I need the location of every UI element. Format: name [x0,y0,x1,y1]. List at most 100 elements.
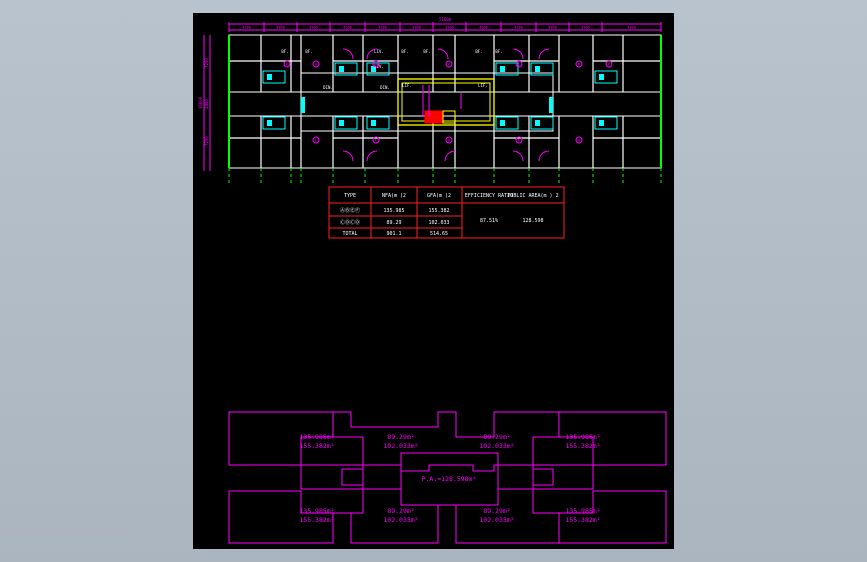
fixture-fill [535,120,540,126]
area-label: 155.382m² [565,442,600,450]
upper-units-outline [332,411,560,472]
left-dimension-2: 2400 [204,99,209,109]
fixture-block [366,62,390,76]
area-diagram: 135.985m²155.382m²89.29m²102.033m²89.29m… [228,411,667,544]
room-label: DIN. [323,85,333,90]
door-swing [342,150,354,162]
core-inner-outline [401,82,491,122]
area-label: 135.985m² [565,507,600,515]
area-label: 155.382m² [299,516,334,524]
top-dimension-10: 3900 [548,26,556,30]
door-swing [366,150,378,162]
fixture-block [366,116,390,130]
overall-dimension: 51600 [439,17,452,22]
unit-tag: D [578,62,580,66]
unit-tag-circle [372,136,380,144]
table-header-nfa: NFA(m )2 [382,193,406,199]
unit-tag-circle [575,60,583,68]
fixture-block [594,70,618,84]
area-label: 135.985m² [299,507,334,515]
unit-tag-circle [575,136,583,144]
fixture-fill [339,120,344,126]
window-strip [549,97,553,113]
door-swing [512,150,524,162]
area-label: 89.29m² [387,507,414,515]
room-label: LIF. [478,83,488,88]
fixture-block [594,116,618,130]
door-swing [342,48,354,60]
unit-tag: D [448,138,450,142]
fire-shaft [424,110,444,124]
unit-tag: A [315,62,318,66]
fixture-block [495,62,519,76]
room-label: BF. [475,49,482,54]
unit-tag-circle [515,136,523,144]
fixture-block [262,116,286,130]
unit-tag: B [375,62,377,66]
unit-tag-circle [445,60,453,68]
fixture-fill [371,66,376,72]
door-swing [538,48,550,60]
area-label: 102.033m² [383,516,418,524]
room-labels: BF.BF.LIV.BF.BF.LIV.BF.BF.DIN.DIN.LIF.LI… [281,49,502,90]
right-stair-box [532,468,554,486]
unit-tag-circle [283,60,291,68]
table-header-gfa: GFA(m )2 [427,193,451,199]
row-1-gfa: 155.382 [428,208,449,214]
area-label: 102.033m² [479,516,514,524]
area-label: 89.29m² [483,433,510,441]
row-2-nfa: 89.29 [386,220,401,226]
row-total-type: TOTAL [342,231,357,237]
row-2-gfa: 102.033 [428,220,449,226]
fixture-fill [599,74,604,80]
room-label: LIV. [374,49,384,54]
area-label: 89.29m² [387,433,414,441]
fixture-fill [500,66,505,72]
left-total-dimension: 16800 [198,96,203,109]
door-swing [512,48,524,60]
fixture-block [334,62,358,76]
room-label: BF. [423,49,430,54]
area-labels: 135.985m²155.382m²89.29m²102.033m²89.29m… [299,433,600,524]
room-label: LIV. [374,64,384,69]
public-area-value: 128.598 [522,218,543,224]
row-1-type: ⒶⒷⒺⒻ [340,207,360,214]
fixture-fill [599,120,604,126]
fixture-fill [535,66,540,72]
unit-tag: F [375,138,377,142]
bathroom-fixtures [228,35,662,168]
row-total-gfa: 514.65 [430,231,448,237]
top-dimension-12: 4200 [627,26,635,30]
door-swing [538,150,550,162]
top-dimension-2: 3900 [276,26,284,30]
door-swing [437,48,449,60]
top-dimension-9: 4200 [514,26,522,30]
top-dimension-8: 4200 [479,26,487,30]
room-label: BF. [281,49,288,54]
top-dimension-7: 3900 [445,26,453,30]
unit-c-outline [333,488,439,544]
left-dimension-3: 7200 [204,136,209,146]
fixture-block [334,116,358,130]
top-dimension-3: 3900 [309,26,317,30]
window-strip [301,97,305,113]
area-label: 155.382m² [565,516,600,524]
unit-tag: C [448,62,450,66]
unit-tag: E [315,138,317,142]
door-swing [444,150,456,162]
unit-tag-circle [312,60,320,68]
row-1-nfa: 135.985 [383,208,404,214]
unit-tag: C [518,62,520,66]
public-area-label: P.A.=128.598m² [422,475,477,483]
top-dimension-5: 4200 [378,26,386,30]
row-2-type: ⒸⒹⒸⒹ [340,219,360,226]
area-label: 155.382m² [299,442,334,450]
area-table: TYPE NFA(m )2 GFA(m )2 EFFICIENCY RATIO … [328,186,565,239]
fixture-block [495,116,519,130]
area-label: 102.033m² [479,442,514,450]
unit-tag-circle [445,136,453,144]
